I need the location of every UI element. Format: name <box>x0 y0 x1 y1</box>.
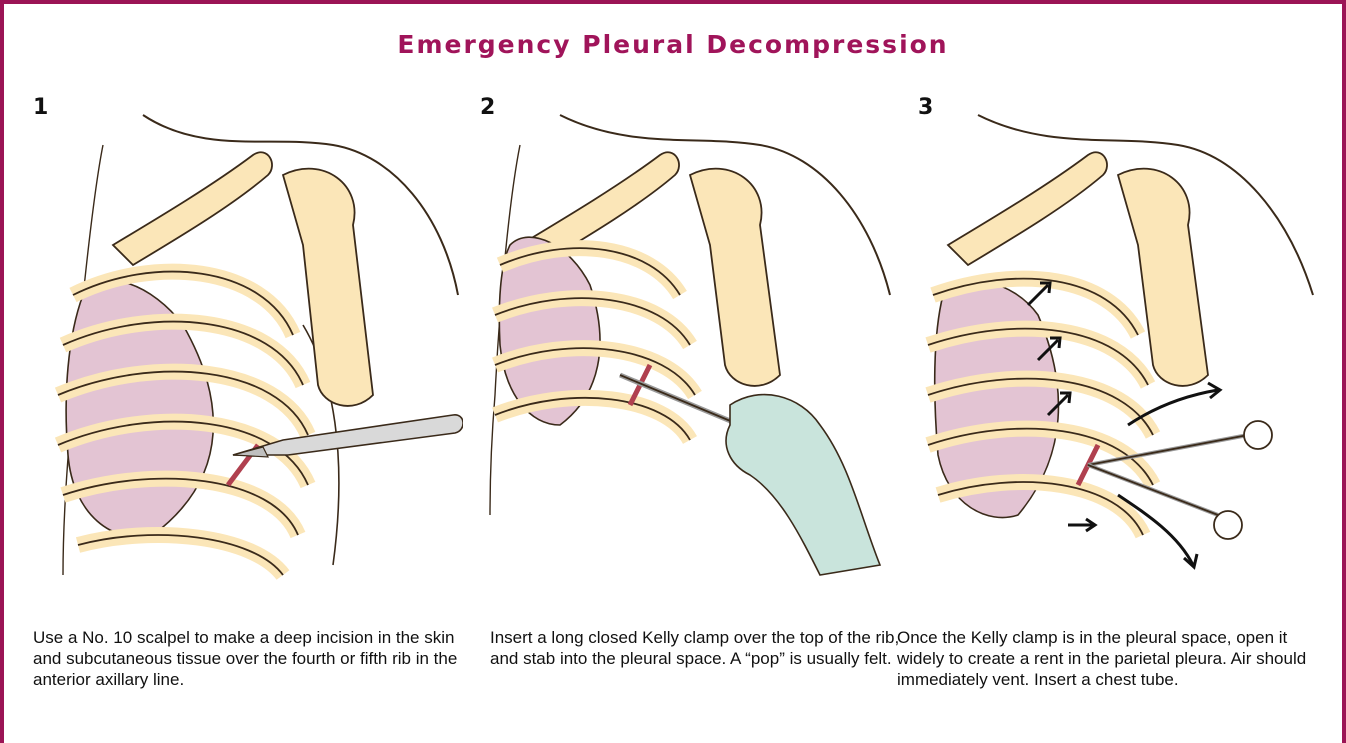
kelly-clamp-open <box>1088 421 1272 539</box>
panel-3-illustration <box>918 95 1346 595</box>
panel-1: 1 <box>33 95 463 595</box>
clavicle-bone <box>948 152 1107 265</box>
clavicle-bone <box>113 152 272 265</box>
panel-2: 2 <box>480 95 910 595</box>
gloved-hand <box>726 395 880 575</box>
panel-1-illustration <box>33 95 463 595</box>
humerus-bone <box>690 169 780 386</box>
panel-1-caption: Use a No. 10 scalpel to make a deep inci… <box>33 627 463 690</box>
figure-title: Emergency Pleural Decompression <box>0 30 1346 59</box>
panel-2-illustration <box>480 95 910 595</box>
panel-3: 3 <box>918 95 1346 595</box>
panel-2-caption: Insert a long closed Kelly clamp over th… <box>490 627 920 669</box>
panel-3-caption: Once the Kelly clamp is in the pleural s… <box>897 627 1327 690</box>
